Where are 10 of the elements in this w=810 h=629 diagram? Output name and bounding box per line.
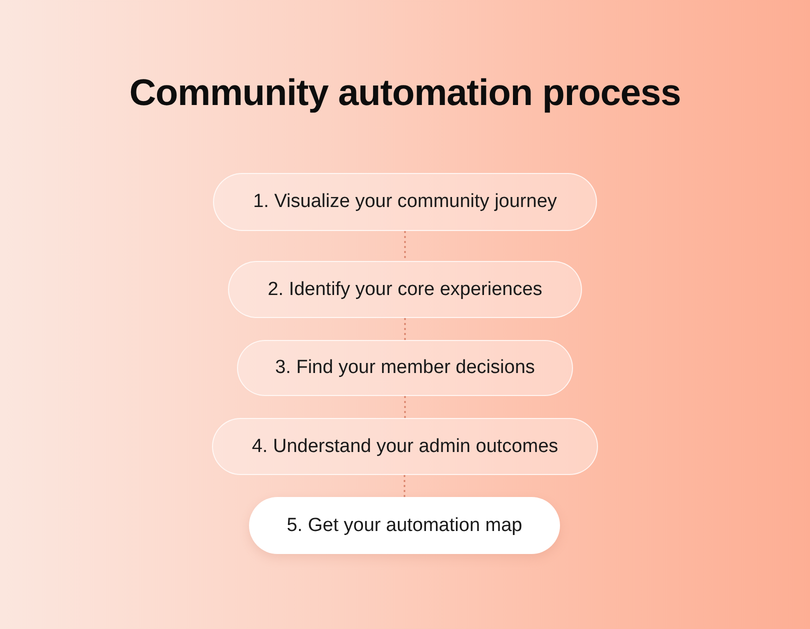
step-label: 3. Find your member decisions (275, 357, 535, 379)
step-label: 4. Understand your admin outcomes (252, 436, 558, 458)
step-label: 1. Visualize your community journey (253, 191, 557, 213)
connector-line (404, 318, 406, 340)
title: Community automation process (128, 72, 682, 114)
step-label: 2. Identify your core experiences (268, 278, 542, 300)
connector-line (404, 231, 406, 261)
connector-line (404, 475, 406, 497)
step-label: 5. Get your automation map (286, 514, 522, 536)
connector-line (404, 396, 406, 418)
